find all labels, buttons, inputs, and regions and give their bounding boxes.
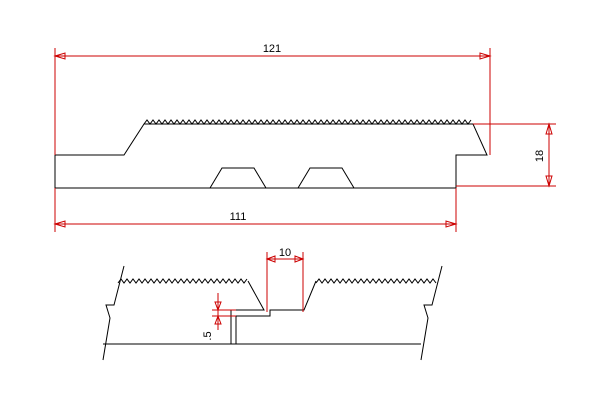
thickness-label: 18	[534, 150, 546, 162]
bottom-grooves	[55, 167, 456, 189]
face-width-label: 111	[230, 211, 247, 223]
serrated-top-surface	[143, 119, 472, 125]
dimension-groove-width: 10	[265, 247, 305, 312]
step-depth-label: .5	[202, 331, 214, 340]
dimension-overall-width: 121	[53, 43, 492, 155]
serrated-surface-left	[117, 278, 248, 284]
groove-width-label: 10	[279, 247, 291, 259]
detail-view	[102, 265, 443, 361]
board-profile	[54, 119, 488, 189]
detail-groove	[230, 280, 265, 344]
dimension-thickness: 18	[456, 122, 556, 188]
overall-width-label: 121	[263, 43, 281, 55]
right-break-line	[420, 265, 443, 361]
detail-groove-step	[235, 280, 317, 344]
serrated-surface-right	[315, 278, 437, 284]
board-outline	[54, 123, 488, 189]
left-break-line	[102, 265, 125, 361]
dimension-step-depth: .5	[202, 293, 236, 341]
dimension-face-width: 111	[53, 188, 458, 232]
